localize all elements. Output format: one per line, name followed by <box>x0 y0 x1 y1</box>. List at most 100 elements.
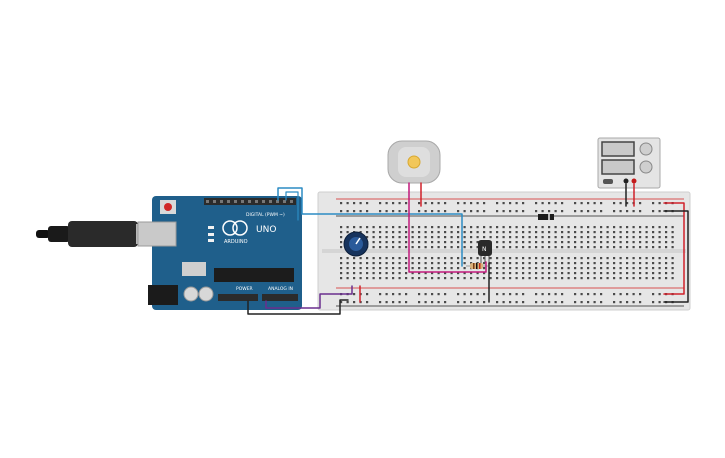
dc-motor[interactable] <box>387 140 441 184</box>
breadboard-hole[interactable] <box>528 226 531 229</box>
breadboard-hole[interactable] <box>385 301 388 304</box>
breadboard-hole[interactable] <box>567 226 570 229</box>
breadboard-hole[interactable] <box>431 272 434 275</box>
breadboard-hole[interactable] <box>392 267 395 270</box>
breadboard-hole[interactable] <box>658 202 661 205</box>
breadboard-hole[interactable] <box>574 267 577 270</box>
breadboard-hole[interactable] <box>613 293 616 296</box>
breadboard-hole[interactable] <box>398 226 401 229</box>
breadboard-hole[interactable] <box>502 257 505 260</box>
breadboard-hole[interactable] <box>437 210 440 213</box>
breadboard-hole[interactable] <box>645 267 648 270</box>
breadboard-hole[interactable] <box>392 241 395 244</box>
breadboard-hole[interactable] <box>385 257 388 260</box>
breadboard-hole[interactable] <box>613 262 616 265</box>
breadboard-hole[interactable] <box>437 267 440 270</box>
breadboard-hole[interactable] <box>580 226 583 229</box>
breadboard-hole[interactable] <box>548 231 551 234</box>
breadboard-hole[interactable] <box>385 262 388 265</box>
breadboard-hole[interactable] <box>665 246 668 249</box>
breadboard-hole[interactable] <box>665 257 668 260</box>
breadboard-hole[interactable] <box>522 241 525 244</box>
breadboard-hole[interactable] <box>385 210 388 213</box>
breadboard-hole[interactable] <box>613 226 616 229</box>
breadboard-hole[interactable] <box>509 210 512 213</box>
breadboard-hole[interactable] <box>463 301 466 304</box>
breadboard-hole[interactable] <box>502 293 505 296</box>
breadboard-hole[interactable] <box>405 262 408 265</box>
breadboard-hole[interactable] <box>437 202 440 205</box>
breadboard-hole[interactable] <box>639 301 642 304</box>
breadboard-hole[interactable] <box>606 241 609 244</box>
breadboard-hole[interactable] <box>548 210 551 213</box>
breadboard-hole[interactable] <box>541 236 544 239</box>
breadboard-hole[interactable] <box>580 210 583 213</box>
breadboard-hole[interactable] <box>587 262 590 265</box>
breadboard-hole[interactable] <box>346 272 349 275</box>
breadboard-hole[interactable] <box>658 277 661 280</box>
breadboard-hole[interactable] <box>437 231 440 234</box>
breadboard-hole[interactable] <box>522 277 525 280</box>
breadboard-hole[interactable] <box>574 241 577 244</box>
breadboard-hole[interactable] <box>457 231 460 234</box>
breadboard-hole[interactable] <box>561 202 564 205</box>
breadboard-hole[interactable] <box>600 301 603 304</box>
breadboard-hole[interactable] <box>561 241 564 244</box>
breadboard-hole[interactable] <box>561 267 564 270</box>
breadboard-hole[interactable] <box>483 277 486 280</box>
breadboard-hole[interactable] <box>652 226 655 229</box>
breadboard-hole[interactable] <box>515 202 518 205</box>
breadboard-hole[interactable] <box>613 301 616 304</box>
breadboard-hole[interactable] <box>600 202 603 205</box>
breadboard-hole[interactable] <box>632 272 635 275</box>
breadboard-hole[interactable] <box>340 231 343 234</box>
breadboard-hole[interactable] <box>340 257 343 260</box>
breadboard-hole[interactable] <box>632 277 635 280</box>
breadboard-hole[interactable] <box>541 210 544 213</box>
breadboard-hole[interactable] <box>346 202 349 205</box>
breadboard-hole[interactable] <box>626 226 629 229</box>
breadboard-hole[interactable] <box>535 277 538 280</box>
breadboard-hole[interactable] <box>366 277 369 280</box>
breadboard-hole[interactable] <box>405 202 408 205</box>
breadboard-hole[interactable] <box>405 272 408 275</box>
breadboard-hole[interactable] <box>535 257 538 260</box>
breadboard-hole[interactable] <box>502 262 505 265</box>
breadboard-hole[interactable] <box>541 202 544 205</box>
breadboard-hole[interactable] <box>392 231 395 234</box>
breadboard-hole[interactable] <box>437 293 440 296</box>
breadboard-hole[interactable] <box>593 267 596 270</box>
breadboard-hole[interactable] <box>496 210 499 213</box>
breadboard-hole[interactable] <box>418 202 421 205</box>
breadboard-hole[interactable] <box>587 226 590 229</box>
breadboard-hole[interactable] <box>509 277 512 280</box>
breadboard-hole[interactable] <box>626 257 629 260</box>
breadboard-hole[interactable] <box>606 277 609 280</box>
breadboard-hole[interactable] <box>385 236 388 239</box>
breadboard-hole[interactable] <box>619 272 622 275</box>
breadboard-hole[interactable] <box>580 257 583 260</box>
breadboard-hole[interactable] <box>619 257 622 260</box>
breadboard-hole[interactable] <box>600 293 603 296</box>
breadboard-hole[interactable] <box>483 236 486 239</box>
breadboard-hole[interactable] <box>509 231 512 234</box>
breadboard-hole[interactable] <box>437 272 440 275</box>
wire-black-ground[interactable] <box>247 299 349 315</box>
breadboard-hole[interactable] <box>632 257 635 260</box>
breadboard-hole[interactable] <box>502 277 505 280</box>
breadboard-hole[interactable] <box>470 236 473 239</box>
breadboard-hole[interactable] <box>541 267 544 270</box>
breadboard-hole[interactable] <box>626 210 629 213</box>
breadboard-hole[interactable] <box>483 267 486 270</box>
breadboard-hole[interactable] <box>554 241 557 244</box>
breadboard-hole[interactable] <box>457 241 460 244</box>
breadboard-hole[interactable] <box>593 277 596 280</box>
breadboard-hole[interactable] <box>561 236 564 239</box>
breadboard-hole[interactable] <box>457 236 460 239</box>
breadboard-hole[interactable] <box>652 262 655 265</box>
breadboard-hole[interactable] <box>353 301 356 304</box>
breadboard-hole[interactable] <box>613 231 616 234</box>
breadboard-hole[interactable] <box>535 202 538 205</box>
breadboard-hole[interactable] <box>470 210 473 213</box>
breadboard-hole[interactable] <box>392 210 395 213</box>
